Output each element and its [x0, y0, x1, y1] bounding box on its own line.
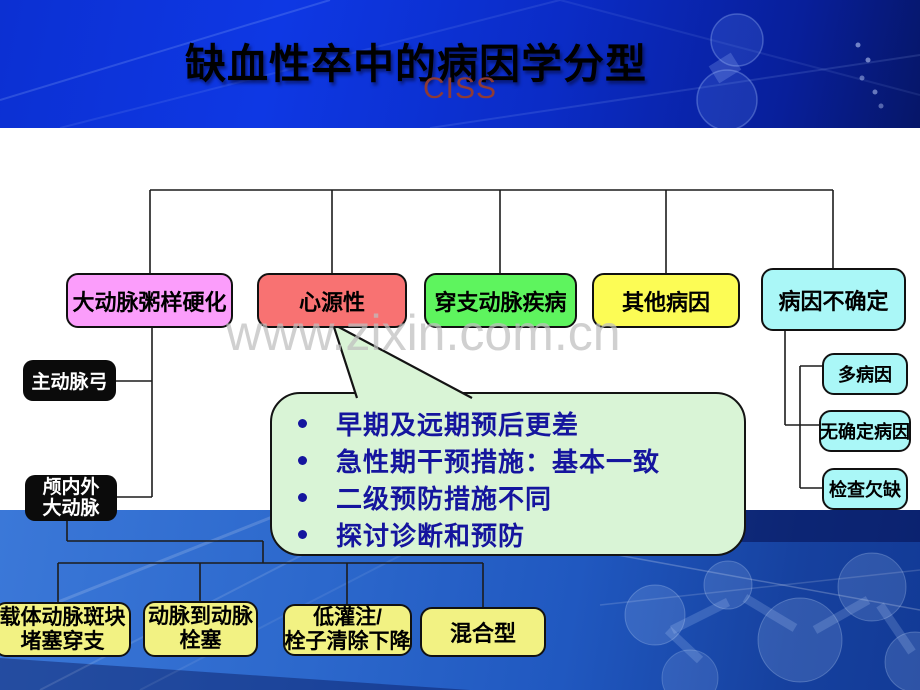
node-artery-to-artery-embolism: 动脉到动脉 栓塞	[143, 601, 258, 657]
node-incomplete-examination: 检查欠缺	[822, 468, 908, 510]
molecule-sphere-icon	[696, 69, 758, 128]
callout-bullet-text: 二级预防措施不同	[336, 484, 553, 514]
node-large-artery-atherosclerosis: 大动脉粥样硬化	[66, 273, 233, 328]
bullet-dot-icon	[298, 456, 307, 465]
bullet-dot-icon	[298, 419, 307, 428]
callout-bullet-item: 探讨诊断和预防	[298, 516, 744, 553]
footer-band	[0, 510, 920, 690]
callout-bullet-item: 急性期干预措施：基本一致	[298, 442, 744, 479]
node-no-definite-etiology: 无确定病因	[819, 410, 911, 452]
node-perforating-artery-disease: 穿支动脉疾病	[424, 273, 577, 328]
header-decoration	[0, 0, 920, 128]
node-intra-extracranial-large-artery: 颅内外 大动脉	[25, 475, 117, 521]
callout-bullet-text: 急性期干预措施：基本一致	[336, 447, 661, 477]
callout-bullet-text: 早期及远期预后更差	[336, 410, 580, 440]
node-parent-artery-plaque-occluding-perforator: 载体动脉斑块 堵塞穿支	[0, 602, 131, 657]
node-aortic-arch: 主动脉弓	[23, 360, 116, 401]
node-hypoperfusion-impaired-emboli-clearance: 低灌注/ 栓子清除下降	[283, 604, 412, 656]
header-band: 缺血性卒中的病因学分型 CISS	[0, 0, 920, 128]
molecule-sphere-icon	[710, 13, 764, 67]
callout-bullet-text: 探讨诊断和预防	[336, 521, 526, 551]
molecule-cluster-icon	[624, 552, 920, 690]
slide-title: 缺血性卒中的病因学分型	[185, 41, 647, 87]
molecule-bond-icon	[708, 52, 742, 84]
node-other-etiology: 其他病因	[592, 273, 740, 328]
callout-bullet-item: 二级预防措施不同	[298, 479, 744, 516]
bullet-dot-icon	[298, 530, 307, 539]
callout-bullet-item: 早期及远期预后更差	[298, 405, 744, 442]
callout-bubble: 早期及远期预后更差 急性期干预措施：基本一致 二级预防措施不同 探讨诊断和预防	[270, 392, 746, 556]
node-multiple-etiologies: 多病因	[822, 353, 908, 395]
node-undetermined-etiology: 病因不确定	[761, 268, 906, 331]
node-mixed-type: 混合型	[420, 607, 546, 657]
slide-subtitle-ciss: CISS	[422, 72, 498, 105]
node-cardiogenic: 心源性	[257, 273, 407, 328]
bullet-dot-icon	[298, 493, 307, 502]
dark-wedge	[0, 658, 470, 690]
